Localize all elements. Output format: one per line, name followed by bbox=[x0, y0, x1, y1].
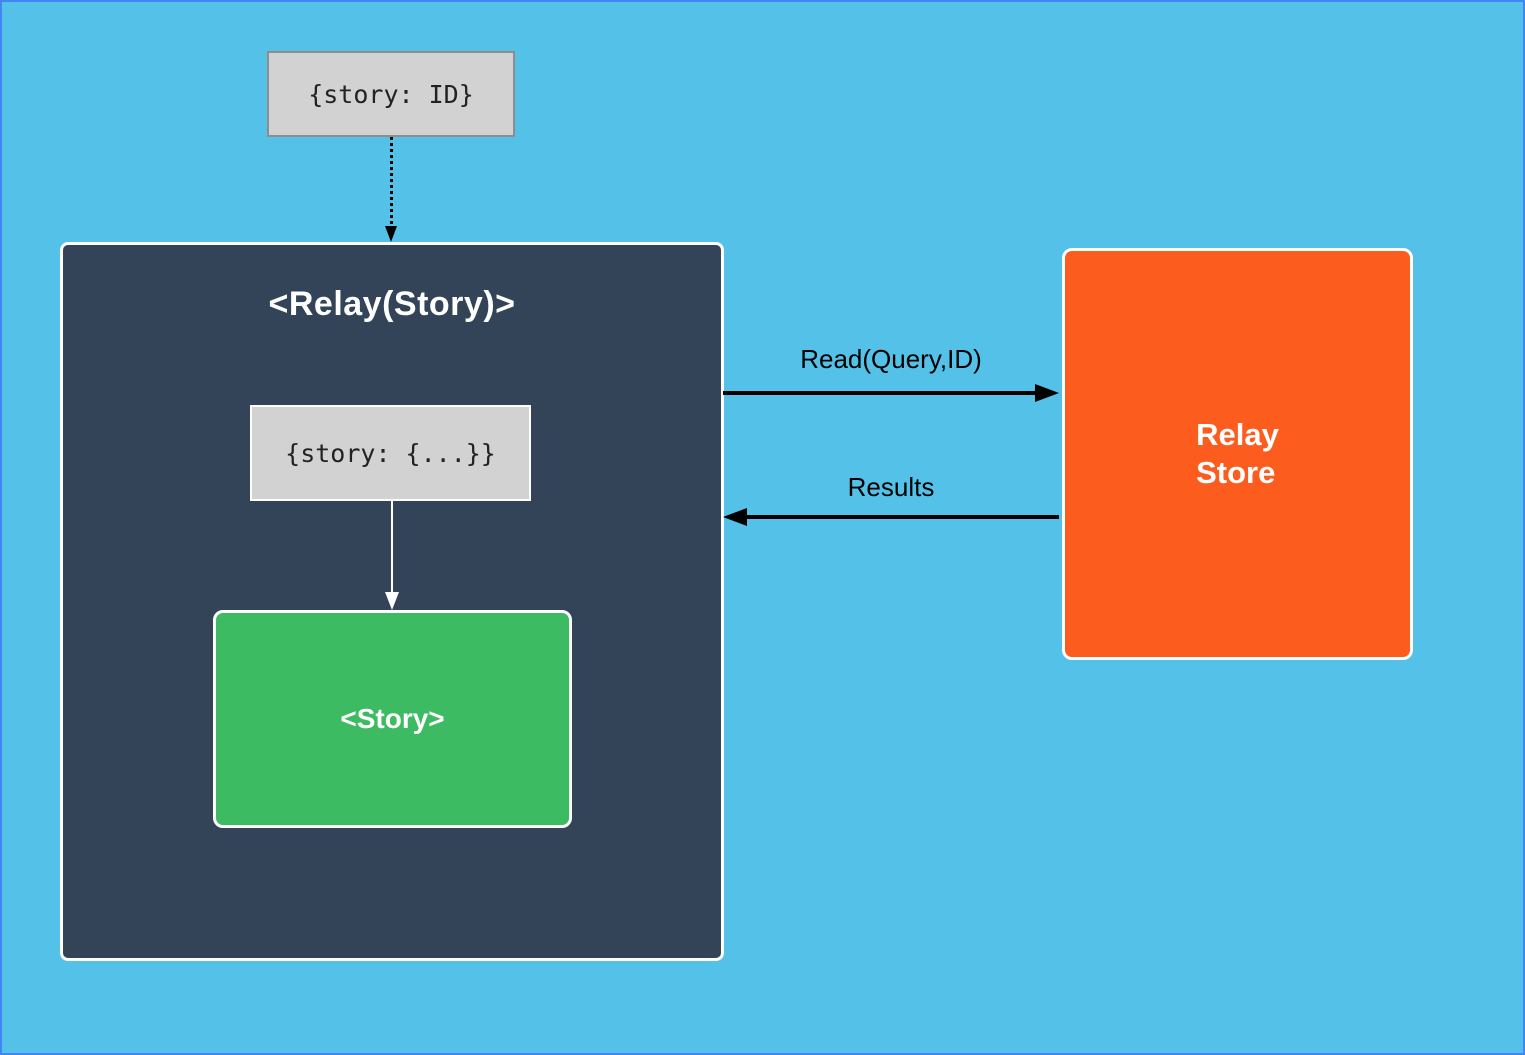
read-arrow-label: Read(Query,ID) bbox=[800, 344, 982, 374]
input-query-label: {story: ID} bbox=[308, 79, 474, 109]
props-code-label: {story: {...}} bbox=[285, 438, 496, 468]
relay-store-title-line1: Relay bbox=[1196, 417, 1279, 452]
read-arrow-head-icon bbox=[1035, 384, 1059, 402]
results-arrow-line bbox=[747, 515, 1059, 519]
input-arrow-head-icon bbox=[385, 226, 397, 242]
results-arrow-label: Results bbox=[847, 472, 935, 502]
input-arrow-line bbox=[390, 137, 393, 226]
relay-store-title-line2: Store bbox=[1196, 455, 1276, 490]
props-arrow-head-icon bbox=[385, 592, 399, 610]
read-arrow-line bbox=[723, 391, 1035, 395]
relay-store-box: Relay Store bbox=[1062, 248, 1413, 660]
props-arrow-line bbox=[391, 501, 393, 592]
relay-story-container: <Relay(Story)> {story: {...}} <Story> bbox=[60, 242, 724, 961]
relay-store-title: Relay Store bbox=[1196, 416, 1279, 492]
story-component-box: <Story> bbox=[213, 610, 572, 828]
props-code-box: {story: {...}} bbox=[250, 405, 531, 501]
input-query-box: {story: ID} bbox=[267, 51, 515, 137]
results-arrow-head-icon bbox=[723, 508, 747, 526]
relay-container-title: <Relay(Story)> bbox=[268, 285, 516, 323]
story-component-label: <Story> bbox=[340, 703, 445, 734]
